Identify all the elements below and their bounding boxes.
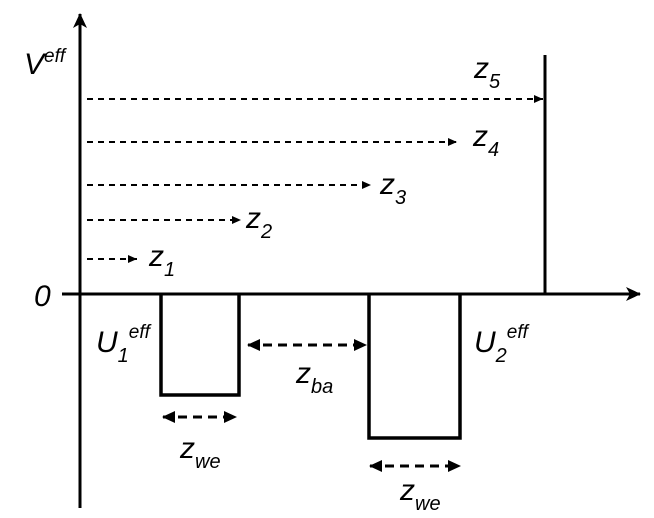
energy-level-label-2: z2 bbox=[245, 202, 272, 243]
barrier-width-label: zba bbox=[295, 357, 333, 398]
energy-level-label-4: z4 bbox=[472, 120, 499, 161]
well-2-potential-label: U2eff bbox=[474, 322, 530, 367]
energy-level-label-3: z3 bbox=[379, 168, 406, 209]
well-2-width-label: zwe bbox=[399, 474, 441, 515]
y-axis-label: Veff bbox=[24, 46, 67, 81]
zero-label: 0 bbox=[34, 280, 51, 313]
well-2 bbox=[367, 294, 462, 440]
well-1-width-label: zwe bbox=[179, 432, 221, 473]
well-1-potential-label: U1eff bbox=[96, 322, 152, 367]
well-1 bbox=[159, 294, 241, 397]
energy-level-label-5: z5 bbox=[473, 52, 501, 93]
energy-level-label-1: z1 bbox=[148, 240, 175, 281]
